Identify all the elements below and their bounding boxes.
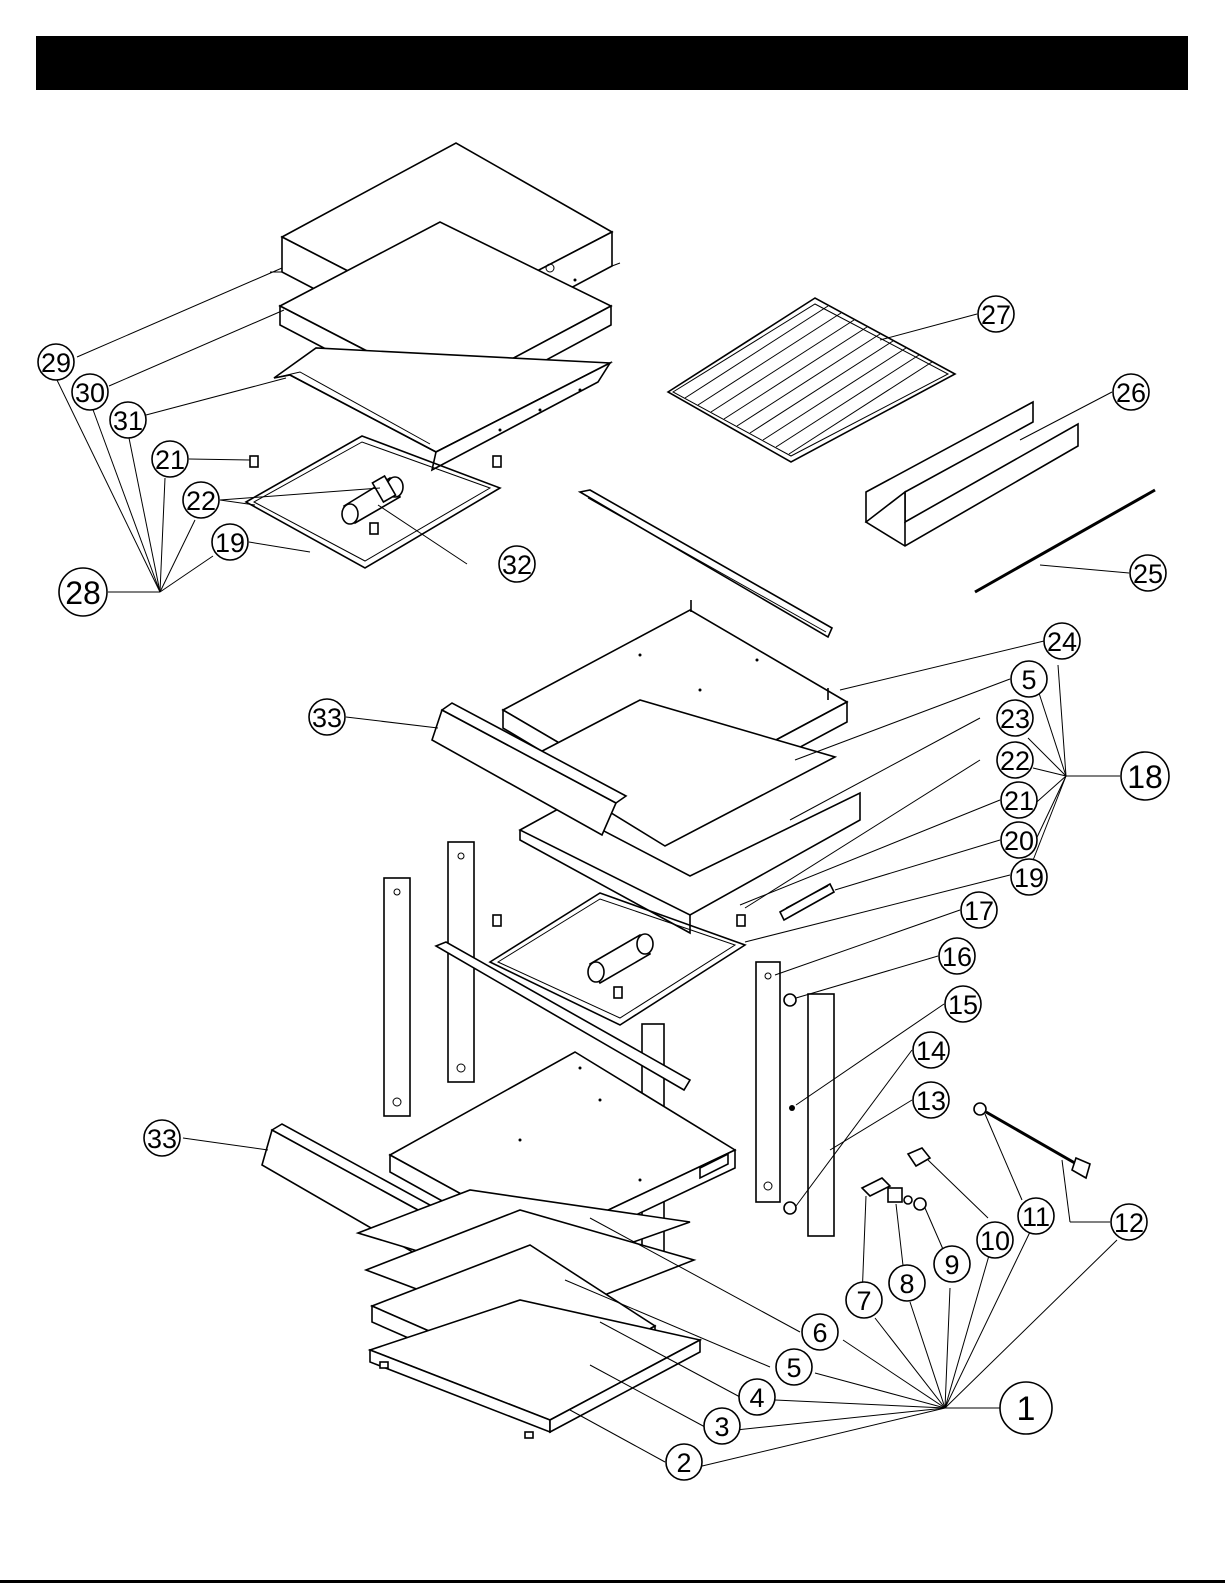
callout-25: 25 (1130, 555, 1166, 591)
svg-text:23: 23 (1000, 704, 1030, 734)
rail-bar-upper (580, 490, 832, 637)
element-20 (780, 884, 834, 920)
callout-6: 6 (802, 1314, 838, 1350)
svg-text:2: 2 (676, 1448, 691, 1478)
upright-right-17 (756, 962, 780, 1202)
callout-23: 23 (997, 700, 1033, 736)
callout-30: 30 (72, 374, 108, 410)
svg-text:12: 12 (1114, 1208, 1144, 1238)
svg-text:11: 11 (1022, 1202, 1050, 1232)
callout-31: 31 (110, 402, 146, 438)
callout-33-lower: 33 (144, 1120, 180, 1156)
part-8 (888, 1188, 902, 1202)
bracket-31 (274, 348, 610, 470)
callout-22-middle: 22 (997, 742, 1033, 778)
rod-25 (975, 490, 1155, 592)
svg-text:30: 30 (75, 378, 105, 408)
svg-text:5: 5 (786, 1353, 801, 1383)
callout-2: 2 (666, 1444, 702, 1480)
callout-27: 27 (978, 296, 1014, 332)
callout-33-upper: 33 (309, 699, 345, 735)
trough-26 (866, 402, 1078, 546)
rack-27 (668, 298, 955, 462)
power-cord-11-12 (974, 1103, 1090, 1178)
svg-text:28: 28 (65, 575, 101, 611)
svg-text:10: 10 (980, 1226, 1010, 1256)
callout-28: 28 (59, 568, 107, 616)
callout-19-middle: 19 (1011, 859, 1047, 895)
heating-element-middle (588, 934, 653, 983)
svg-text:16: 16 (942, 942, 972, 972)
callout-4: 4 (739, 1379, 775, 1415)
callout-17: 17 (961, 892, 997, 928)
callout-9: 9 (934, 1246, 970, 1282)
svg-text:7: 7 (856, 1286, 871, 1316)
svg-text:20: 20 (1004, 826, 1034, 856)
part-10 (908, 1148, 930, 1166)
svg-text:21: 21 (155, 445, 185, 475)
callout-13: 13 (913, 1082, 949, 1118)
callout-1: 1 (1000, 1382, 1052, 1434)
callout-21-upper: 21 (152, 441, 188, 477)
callout-26: 26 (1113, 374, 1149, 410)
svg-text:4: 4 (749, 1383, 764, 1413)
svg-text:6: 6 (812, 1318, 827, 1348)
part-9 (904, 1196, 926, 1210)
upright-left-1 (384, 878, 410, 1116)
svg-text:19: 19 (215, 528, 245, 558)
svg-text:18: 18 (1127, 759, 1163, 795)
callout-14: 14 (913, 1032, 949, 1068)
callout-7: 7 (846, 1282, 882, 1318)
svg-text:29: 29 (41, 348, 71, 378)
callout-8: 8 (889, 1265, 925, 1301)
svg-text:19: 19 (1014, 863, 1044, 893)
part-16 (784, 994, 796, 1006)
callout-20: 20 (1001, 822, 1037, 858)
svg-text:33: 33 (312, 703, 342, 733)
svg-text:32: 32 (502, 550, 532, 580)
svg-text:22: 22 (186, 486, 216, 516)
svg-text:15: 15 (948, 990, 978, 1020)
svg-text:24: 24 (1047, 627, 1077, 657)
part-14 (784, 1202, 796, 1214)
callout-10: 10 (977, 1222, 1013, 1258)
svg-text:14: 14 (916, 1036, 946, 1066)
part-15 (789, 1105, 795, 1111)
callout-12: 12 (1111, 1204, 1147, 1240)
svg-text:8: 8 (899, 1269, 914, 1299)
callout-29: 29 (38, 344, 74, 380)
callout-22-upper: 22 (183, 482, 219, 518)
upright-right-13 (808, 994, 834, 1236)
heating-element-32-upper (342, 476, 403, 524)
callout-5-upper: 5 (1011, 661, 1047, 697)
svg-text:17: 17 (964, 896, 994, 926)
bottom-rule (0, 1580, 1225, 1583)
callout-3: 3 (704, 1408, 740, 1444)
svg-text:33: 33 (147, 1124, 177, 1154)
svg-text:26: 26 (1116, 378, 1146, 408)
svg-text:9: 9 (944, 1250, 959, 1280)
callout-19-upper: 19 (212, 524, 248, 560)
svg-text:25: 25 (1133, 559, 1163, 589)
part-7 (862, 1178, 890, 1196)
svg-text:5: 5 (1021, 665, 1036, 695)
callout-18: 18 (1121, 752, 1169, 800)
svg-text:22: 22 (1000, 746, 1030, 776)
callout-16: 16 (939, 938, 975, 974)
svg-text:3: 3 (714, 1412, 729, 1442)
callout-11: 11 (1018, 1198, 1054, 1234)
callout-32: 32 (499, 546, 535, 582)
svg-text:27: 27 (981, 300, 1011, 330)
callout-15: 15 (945, 986, 981, 1022)
callout-5-lower: 5 (776, 1349, 812, 1385)
svg-text:31: 31 (113, 406, 143, 436)
svg-text:1: 1 (1017, 1390, 1036, 1428)
svg-text:21: 21 (1004, 786, 1034, 816)
svg-text:13: 13 (916, 1086, 946, 1116)
callout-24: 24 (1044, 623, 1080, 659)
callout-21-middle: 21 (1001, 782, 1037, 818)
